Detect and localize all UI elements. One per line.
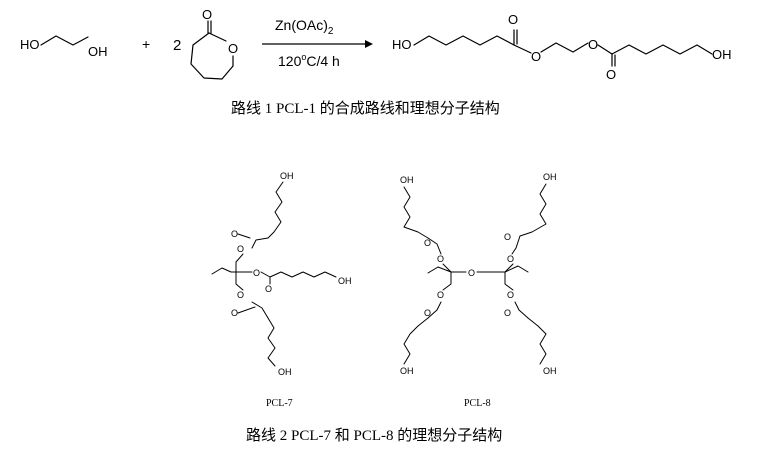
catalyst-label: Zn(OAc)2 <box>275 17 334 37</box>
lactone-carbonyl-o: O <box>202 7 212 22</box>
pcl7-o-ester-bot: O <box>237 290 244 300</box>
pcl1-glycol-linker <box>540 42 589 53</box>
pcl-1-product: HO O O O O OH <box>392 12 732 82</box>
pcl1-o-carbonyl-left: O <box>508 12 518 27</box>
pcl8-oh-tl: OH <box>400 175 414 185</box>
caprolactone: O O <box>190 7 238 80</box>
pcl8-o-c-tr: O <box>504 232 511 242</box>
reaction-conditions: Zn(OAc)2 120oC/4 h <box>262 17 373 69</box>
pcl7-o-carbonyl-top: O <box>231 229 238 239</box>
pcl8-o-e-tr: O <box>507 254 514 264</box>
pcl8-o-e-bl: O <box>437 290 444 300</box>
pcl7-o-ester-top: O <box>237 244 244 254</box>
pcl8-oh-tr: OH <box>543 172 557 182</box>
temperature-time-label: 120oC/4 h <box>278 52 340 69</box>
scheme2-caption: 路线 2 PCL-7 和 PCL-8 的理想分子结构 <box>246 428 503 444</box>
pcl8-o-e-br: O <box>507 290 514 300</box>
ethylene-glycol-bonds <box>40 35 89 46</box>
pcl7-name: PCL-7 <box>266 398 293 409</box>
pcl1-o-ester-right: O <box>588 37 598 52</box>
pcl1-right-chain <box>597 44 713 55</box>
pcl8-name: PCL-8 <box>464 398 491 409</box>
pcl1-oh-label: OH <box>712 47 732 62</box>
pcl8-o-c-tl: O <box>424 238 431 248</box>
lactone-ring-o: O <box>228 41 238 56</box>
stoichiometric-coefficient: 2 <box>173 37 181 54</box>
ethylene-glycol-ho-label: HO <box>20 37 40 52</box>
reaction-arrow-head <box>365 40 373 48</box>
pcl1-o-ester-left: O <box>531 49 541 64</box>
pcl-7-structure: OH O O O O OH O O OH <box>211 171 352 377</box>
ethylene-glycol-oh-label: OH <box>88 44 108 59</box>
scheme1-caption: 路线 1 PCL-1 的合成路线和理想分子结构 <box>231 101 500 117</box>
pcl8-o-e-tl: O <box>437 254 444 264</box>
pcl1-o-carbonyl-right: O <box>606 67 616 82</box>
pcl8-oh-bl: OH <box>400 366 414 376</box>
pcl8-o-ether: O <box>468 268 475 278</box>
pcl1-left-chain <box>413 29 515 46</box>
pcl-8-structure: OH O O OH O O O O O OH O O OH <box>400 172 557 376</box>
pcl1-ho-label: HO <box>392 37 412 52</box>
pcl7-oh-bot: OH <box>278 367 292 377</box>
pcl7-oh-mid: OH <box>338 276 352 286</box>
pcl7-o-ester-mid: O <box>253 268 260 278</box>
pcl8-o-c-br: O <box>504 308 511 318</box>
pcl7-o-carbonyl-mid: O <box>265 284 272 294</box>
pcl7-o-carbonyl-bot: O <box>231 308 238 318</box>
pcl8-oh-br: OH <box>543 366 557 376</box>
ethylene-glycol: HO OH <box>20 35 108 59</box>
pcl7-oh-top: OH <box>280 171 294 181</box>
lactone-ring-carbons <box>190 32 234 80</box>
pcl8-o-c-bl: O <box>424 308 431 318</box>
plus-sign: + <box>142 36 150 52</box>
